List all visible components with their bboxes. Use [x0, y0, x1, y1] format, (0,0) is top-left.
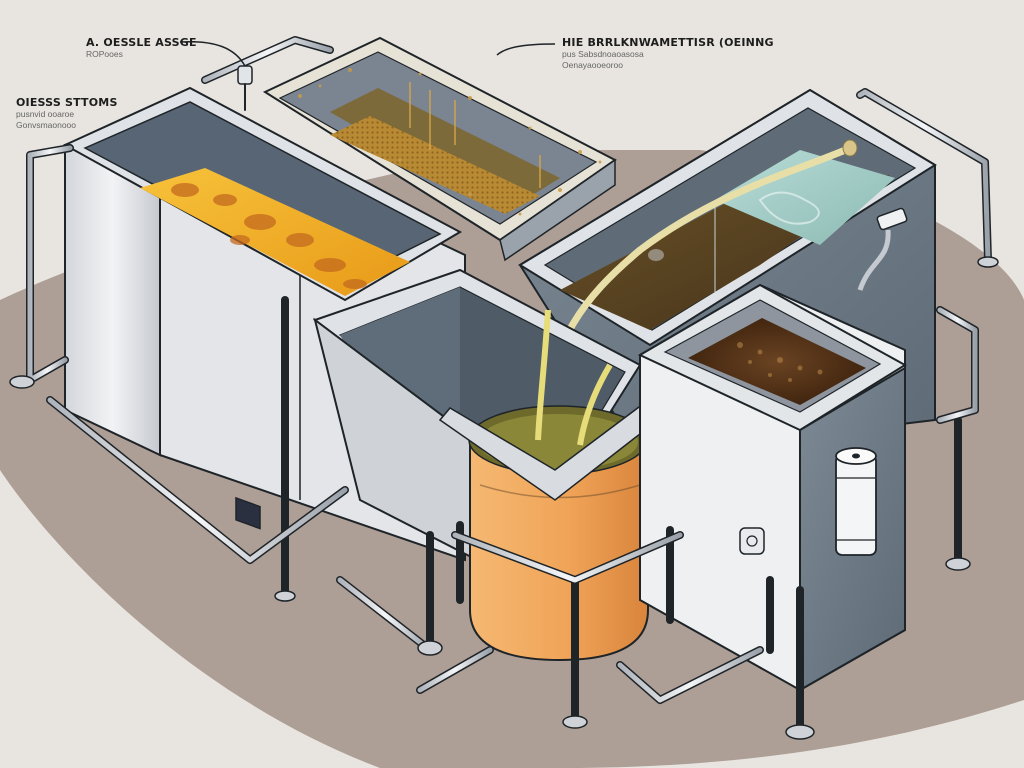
filter-cartridge [835, 447, 877, 556]
level-sensor [876, 207, 908, 231]
label-line: pus Sabsdnoaoasosa [562, 49, 644, 59]
sludge-tank [637, 283, 907, 692]
label-line: Gonvsmaonooo [16, 120, 77, 130]
label-title: A. OESSLE ASSGE [86, 36, 197, 49]
label-grease-bottoms: OIESSS STTOMS pusnvid ooaroe Gonvsmaonoo… [16, 96, 118, 131]
label-title: HIE BRRLKNWAMETTISR (OEINNG [562, 36, 774, 49]
label-line: ROPooes [86, 49, 123, 59]
label-title: OIESSS STTOMS [16, 96, 118, 109]
label-separator-overview: HIE BRRLKNWAMETTISR (OEINNG pus Sabsdnoa… [562, 36, 774, 71]
grease-spots [171, 183, 367, 289]
leader-lines [179, 40, 556, 67]
label-line: Oenayaooeoroo [562, 60, 623, 70]
label-grease-assembly: A. OESSLE ASSGE ROPooes [86, 36, 197, 60]
screen-filter-basin [262, 36, 617, 262]
valve-gauge [739, 527, 765, 555]
pipework [9, 36, 999, 740]
grease-interceptor-tank [62, 86, 466, 562]
label-line: pusnvid ooaroe [16, 109, 75, 119]
